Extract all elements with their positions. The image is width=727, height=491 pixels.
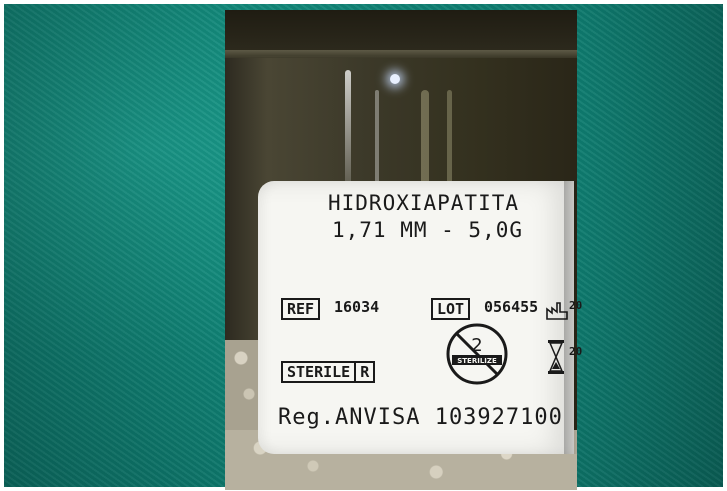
- lot-value: 056455: [484, 298, 539, 316]
- expiry-date: 20: [569, 345, 582, 358]
- glass-highlight: [447, 90, 452, 200]
- vial-neck: [225, 10, 577, 56]
- no-reuse-text: STERILIZE: [457, 357, 497, 365]
- glass-highlight: [375, 90, 379, 200]
- product-size: 1,71 MM - 5,0G: [332, 218, 524, 242]
- sterile-method: R: [356, 361, 376, 383]
- sterile-label: STERILE: [281, 361, 357, 383]
- no-reuse-number: 2: [471, 335, 482, 356]
- sterile-indicator: STERILE R: [281, 361, 376, 383]
- manufacture-date: 20: [569, 299, 582, 312]
- ref-value: 16034: [334, 298, 380, 316]
- glass-highlight: [421, 90, 429, 200]
- factory-icon: [545, 299, 569, 321]
- registration-number: Reg.ANVISA 103927100: [278, 405, 563, 430]
- do-not-resterilize-icon: 2 STERILIZE: [444, 321, 510, 387]
- glass-highlight: [345, 70, 351, 200]
- photo: HIDROXIAPATITA 1,71 MM - 5,0G REF 16034 …: [4, 4, 723, 490]
- background-shadow-right: [583, 4, 723, 487]
- product-title: HIDROXIAPATITA: [328, 191, 520, 215]
- light-glint: [390, 74, 400, 84]
- ref-label: REF: [281, 298, 321, 320]
- lot-label: LOT: [431, 298, 471, 320]
- label-edge-shadow: [564, 181, 577, 454]
- vial-rim: [225, 50, 577, 58]
- background-shadow-left: [4, 4, 223, 487]
- product-label: HIDROXIAPATITA 1,71 MM - 5,0G REF 16034 …: [258, 181, 582, 454]
- hourglass-icon: [546, 338, 566, 376]
